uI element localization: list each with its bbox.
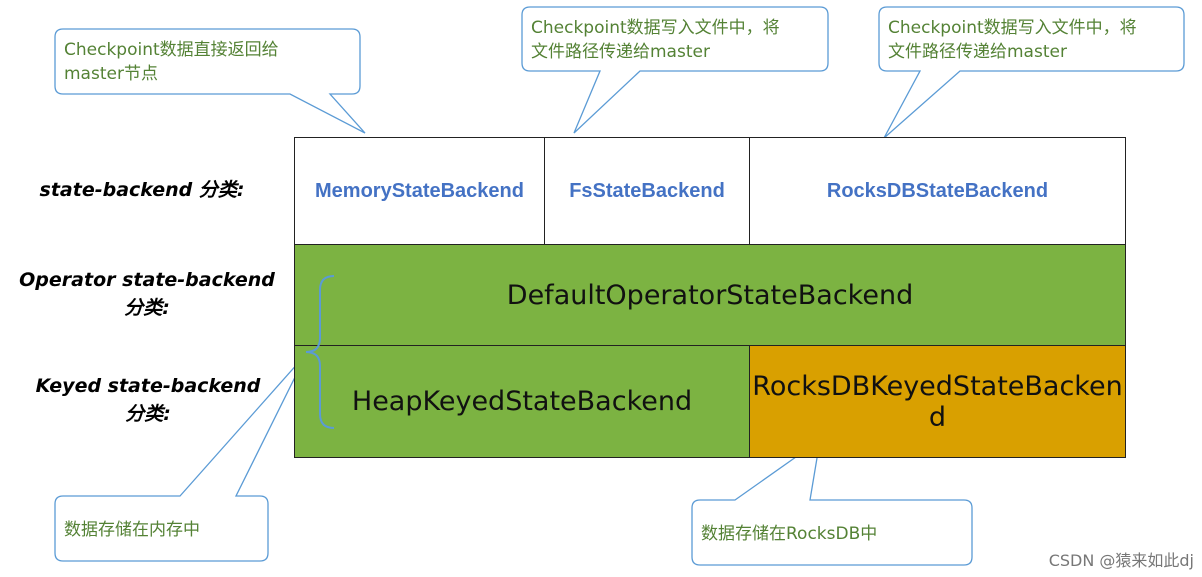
- rocksdb-keyed-state-backend-cell: RocksDBKeyedStateBacken d: [749, 345, 1126, 458]
- callout-rocksdb-store: 数据存储在RocksDB中: [701, 524, 878, 544]
- fs-state-backend-cell: FsStateBackend: [544, 137, 750, 245]
- rocksdb-state-backend-cell: RocksDBStateBackend: [749, 137, 1126, 245]
- callout-rocksdb: Checkpoint数据写入文件中，将 文件路径传递给master: [888, 18, 1137, 62]
- callout-heap-store: 数据存储在内存中: [64, 520, 200, 540]
- callout-fs: Checkpoint数据写入文件中，将 文件路径传递给master: [531, 18, 780, 62]
- operator-state-backend-label: Operator state-backend 分类:: [19, 269, 275, 319]
- heap-keyed-state-backend-cell: HeapKeyedStateBackend: [294, 345, 750, 458]
- callout-rocksstore-shape: [691, 438, 973, 566]
- keyed-state-backend-label: Keyed state-backend 分类:: [35, 375, 261, 425]
- footer-credit: CSDN @猿来如此dj: [1048, 551, 1194, 570]
- callout-memory-shape: [54, 28, 366, 134]
- default-operator-state-backend-cell: DefaultOperatorStateBackend: [294, 244, 1126, 346]
- callout-rocks-shape: [878, 6, 1185, 139]
- callout-heap-shape: [54, 352, 308, 562]
- state-backend-label: state-backend 分类:: [39, 179, 245, 201]
- callout-memory: Checkpoint数据直接返回给 master节点: [64, 40, 279, 84]
- callout-fs-shape: [521, 6, 829, 134]
